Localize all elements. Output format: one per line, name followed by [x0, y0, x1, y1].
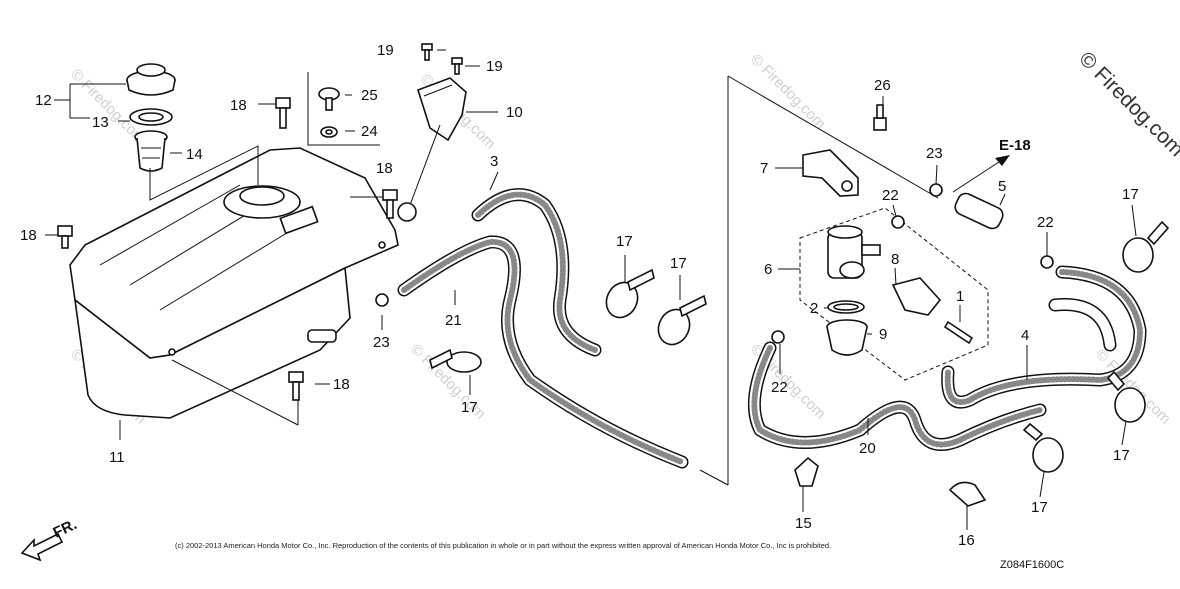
clip-22-c [771, 330, 785, 344]
hose-20 [747, 341, 1047, 451]
bolt-25 [318, 87, 340, 111]
callout-15: 15 [795, 515, 812, 532]
fuel-cup-9 [826, 319, 868, 356]
hose-3 [471, 188, 602, 357]
callout-6: 6 [764, 261, 772, 278]
callout-23-b: 23 [926, 145, 943, 162]
screw-19-a [421, 43, 433, 61]
fuel-gauge [397, 77, 467, 222]
callout-17-a: 17 [616, 233, 633, 250]
fuel-filter [954, 192, 1004, 230]
screw-1 [943, 320, 974, 345]
hose-21 [397, 235, 689, 469]
cap-gasket [129, 108, 173, 126]
callout-25: 25 [361, 87, 378, 104]
callout-11: 11 [109, 449, 125, 466]
clamp-16 [948, 481, 987, 507]
callout-8: 8 [891, 251, 899, 268]
bolt-18-d [288, 371, 304, 401]
callout-18-a: 18 [230, 97, 247, 114]
callout-13: 13 [92, 114, 109, 131]
screw-19-b [451, 57, 463, 75]
callout-22-a: 22 [882, 187, 899, 204]
callout-17-f: 17 [1031, 499, 1048, 516]
clamp-17-c [429, 348, 482, 373]
callout-22-c: 22 [771, 379, 788, 396]
callout-19-a: 19 [377, 42, 394, 59]
callout-1: 1 [956, 288, 964, 305]
callout-labels: 12 13 14 18 18 18 18 19 19 25 24 10 3 17… [20, 42, 1139, 549]
clamp-17-a [605, 268, 655, 319]
washer-24 [320, 126, 338, 138]
callout-19-b: 19 [486, 58, 503, 75]
clamp-17-f [1022, 422, 1064, 473]
callout-17-e: 17 [1113, 447, 1130, 464]
callout-23-a: 23 [373, 334, 390, 351]
callout-20: 20 [859, 440, 876, 457]
callout-16: 16 [958, 532, 975, 549]
callout-2: 2 [810, 300, 818, 317]
callout-22-b: 22 [1037, 214, 1054, 231]
callout-17-c: 17 [461, 399, 478, 416]
clip-22-a [891, 215, 905, 229]
fuel-strainer [134, 130, 168, 172]
diagram-code: Z084F1600C [1000, 559, 1064, 571]
reference-e18: E-18 [999, 137, 1031, 154]
o-ring-2 [827, 300, 865, 314]
callout-5: 5 [998, 178, 1006, 195]
callout-24: 24 [361, 123, 378, 140]
clip-15 [794, 456, 819, 487]
hose-4 [941, 265, 1147, 409]
fuel-cock [827, 225, 881, 279]
callout-12: 12 [35, 92, 52, 109]
copyright-notice: (c) 2002-2013 American Honda Motor Co., … [175, 541, 831, 550]
bolt-18-c [382, 189, 398, 219]
bolt-26 [873, 104, 887, 131]
lever-8 [891, 277, 942, 316]
callout-17-d: 17 [1122, 186, 1139, 203]
callout-18-b: 18 [20, 227, 37, 244]
clip-23-a [375, 293, 389, 307]
bracket-7 [802, 149, 859, 197]
fuel-cap [126, 63, 176, 96]
callout-9: 9 [879, 326, 887, 343]
callout-7: 7 [760, 160, 768, 177]
callout-21: 21 [445, 312, 462, 329]
clamp-17-b [657, 294, 707, 346]
leader-lines [45, 49, 1137, 530]
callout-14: 14 [186, 146, 203, 163]
callout-4: 4 [1021, 327, 1029, 344]
bolt-18-a [275, 97, 291, 129]
fuel-tank [69, 147, 399, 419]
clip-22-b [1040, 255, 1054, 269]
clamp-17-d [1122, 220, 1170, 273]
callout-18-d: 18 [333, 376, 350, 393]
callout-26: 26 [874, 77, 891, 94]
callout-18-c: 18 [376, 160, 393, 177]
bolt-18-b [57, 225, 73, 249]
callout-10: 10 [506, 104, 523, 121]
callout-3: 3 [490, 153, 498, 170]
clamp-17-e [1106, 370, 1146, 423]
callout-17-b: 17 [670, 255, 687, 272]
